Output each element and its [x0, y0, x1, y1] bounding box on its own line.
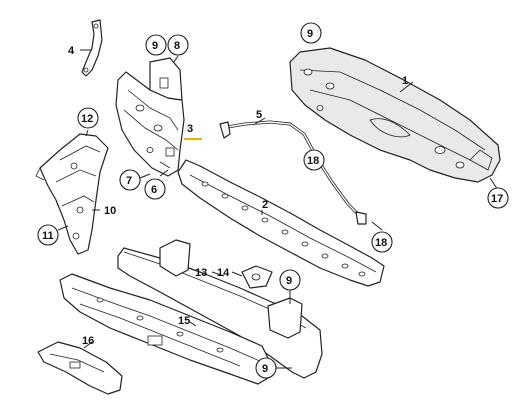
callout-2-label: 2 — [262, 199, 268, 211]
part-4-small-bracket — [81, 19, 103, 77]
callout-13: 13 — [195, 267, 207, 279]
callout-16-label: 16 — [82, 335, 94, 347]
callout-2: 2 — [262, 199, 268, 211]
callout-9-bottom: 9 — [279, 269, 301, 291]
callout-9-mid-label: 9 — [307, 28, 313, 40]
callout-17: 17 — [487, 187, 509, 209]
callout-9-top-right: 9 — [300, 22, 322, 44]
callout-1-label: 1 — [402, 75, 408, 87]
callout-13-label: 13 — [195, 267, 207, 279]
part-15-underbody-panel — [59, 273, 271, 385]
callout-4-label: 4 — [68, 45, 75, 57]
callout-9-bottom-label: 9 — [286, 275, 292, 287]
callout-9-lower: 9 — [255, 357, 277, 379]
part-2-cross-member — [177, 159, 385, 287]
callout-10: 10 — [104, 205, 116, 217]
part-14-clip — [241, 265, 273, 289]
callout-8: 8 — [167, 34, 189, 56]
callout-14: 14 — [217, 267, 230, 279]
leader-lines — [57, 49, 499, 369]
callout-6-label: 6 — [151, 184, 157, 196]
callout-7-label: 7 — [126, 175, 132, 187]
callout-9-lower-label: 9 — [262, 363, 268, 375]
callout-6: 6 — [144, 178, 166, 200]
callout-7: 7 — [119, 169, 141, 191]
part-13-bumper-beam — [117, 239, 323, 379]
callout-18-lower: 18 — [371, 231, 393, 253]
part-16-lower-bracket — [37, 341, 123, 395]
part-1-cover-panel — [289, 47, 501, 183]
callout-10-label: 10 — [104, 205, 116, 217]
callout-18-lower-label: 18 — [375, 237, 387, 249]
callout-17-label: 17 — [491, 193, 503, 205]
callout-11-label: 11 — [42, 230, 54, 242]
callout-16: 16 — [82, 335, 94, 347]
callout-12-label: 12 — [81, 113, 93, 125]
callout-9-top-label: 9 — [152, 40, 158, 52]
callout-4: 4 — [68, 45, 75, 57]
callout-18-upper: 18 — [303, 149, 325, 171]
callout-8-label: 8 — [174, 40, 180, 52]
part-10-side-bracket — [35, 133, 109, 255]
callout-15-label: 15 — [178, 315, 190, 327]
callout-1: 1 — [402, 75, 408, 87]
callout-3: 3 — [187, 123, 193, 135]
callout-12: 12 — [77, 107, 99, 129]
callout-9-top-left: 9 — [145, 34, 167, 56]
callout-5: 5 — [256, 109, 262, 121]
callout-5-label: 5 — [256, 109, 262, 121]
callout-14-label: 14 — [217, 267, 230, 279]
part-5-strut-rod — [219, 120, 367, 225]
callout-18-upper-label: 18 — [307, 155, 319, 167]
callout-15: 15 — [178, 315, 190, 327]
callout-11: 11 — [37, 224, 59, 246]
callout-3-label: 3 — [187, 123, 193, 135]
part-3-bracket — [115, 57, 185, 177]
